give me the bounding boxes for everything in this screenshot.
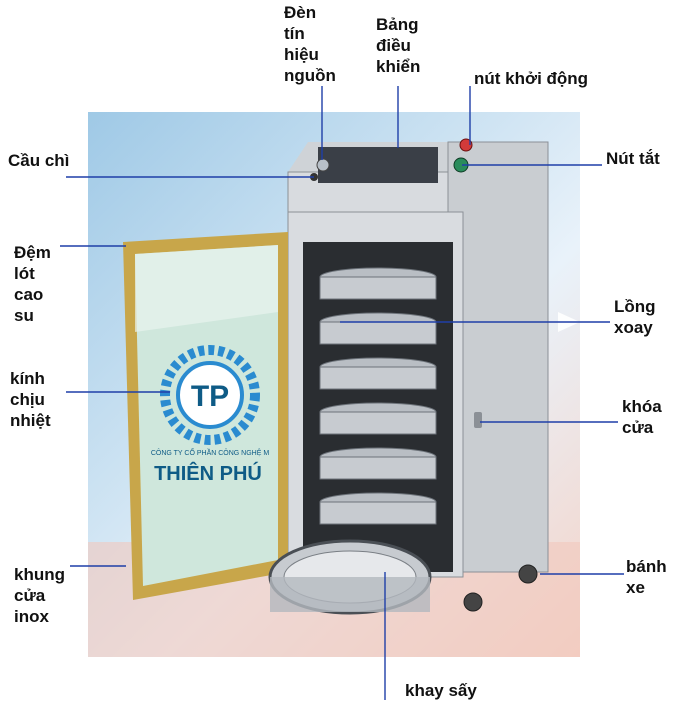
label-door-lock: khóa cửa [622, 397, 662, 437]
logo-letters: TP [191, 380, 229, 413]
product-photo: TP CÔNG TY CỔ PHẦN CÔNG NGHỆ M THIÊN PHÚ [88, 112, 580, 657]
label-stop-button: Nút tắt [606, 149, 660, 168]
start-button-icon [459, 138, 473, 152]
dryer-illustration: TP CÔNG TY CỔ PHẦN CÔNG NGHỆ M THIÊN PHÚ [88, 138, 580, 657]
side-panel [447, 141, 549, 573]
label-heat-glass: kính chịu nhiệt [10, 369, 51, 430]
label-start-button: nút khởi động [474, 69, 589, 88]
wheel-icon [518, 564, 538, 584]
label-power-light: Đèn tín hiệu nguồn [284, 3, 336, 85]
label-wheels: bánh xe [626, 557, 667, 597]
control-panel [318, 147, 438, 183]
label-stainless-frame: khung cửa inox [14, 565, 65, 626]
company-name: THIÊN PHÚ [154, 461, 262, 485]
drying-tray [268, 539, 432, 615]
rotating-cage [319, 267, 437, 525]
logo-gear-icon [160, 345, 260, 445]
company-subtitle: CÔNG TY CỔ PHẦN CÔNG NGHỆ M [151, 447, 270, 457]
label-control-panel: Bảng điều khiển [376, 15, 421, 76]
door-lock-icon [474, 412, 482, 428]
power-light-icon [316, 158, 330, 172]
label-rotating-cage: Lồng xoay [614, 297, 656, 337]
label-fuse: Cầu chì [8, 151, 70, 170]
label-rubber-gasket: Đệm lót cao su [14, 243, 51, 325]
label-drying-tray: khay sấy [405, 681, 477, 700]
open-door: TP CÔNG TY CỔ PHẦN CÔNG NGHỆ M THIÊN PHÚ [123, 232, 288, 600]
wheel-icon [463, 592, 483, 612]
